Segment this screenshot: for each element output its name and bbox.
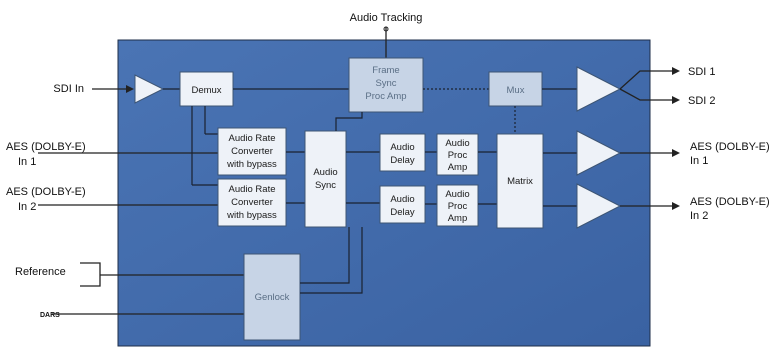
- mux-block: [488, 71, 543, 107]
- aes-out1-arrow: [672, 149, 680, 157]
- audio-tracking-label: Audio Tracking: [350, 12, 423, 24]
- aes-output-amplifier-2: [576, 183, 622, 229]
- frame-sync-label-line1: Frame: [372, 65, 399, 76]
- audio-proc-amp-1-block: [436, 133, 479, 176]
- delay2-label-line1: Audio: [390, 194, 414, 205]
- audio-sync-block: [304, 130, 347, 228]
- delay2-label-line2: Delay: [390, 207, 415, 218]
- reference-bracket: [80, 262, 101, 287]
- sdi2-out-label: SDI 2: [688, 95, 716, 107]
- demux-block: [179, 71, 234, 107]
- aes-out2-arrow: [672, 202, 680, 210]
- genlock-label: Genlock: [255, 292, 290, 303]
- mux-label: Mux: [507, 85, 525, 96]
- framesync-to-audiosync-wire: [335, 112, 363, 131]
- sdi2-out-wire: [619, 88, 672, 101]
- aes-out1-label-line1: AES (DOLBY-E): [690, 141, 770, 153]
- genlock-block: [243, 253, 301, 341]
- aes-output-amplifier-1: [576, 130, 622, 176]
- aes-out2-label-line2: In 2: [690, 210, 708, 222]
- delay1-label-line2: Delay: [390, 155, 415, 166]
- aes-out1-label-line2: In 1: [690, 155, 708, 167]
- sdi1-out-label: SDI 1: [688, 66, 716, 78]
- audio-rate-converter-1-block: [217, 127, 287, 176]
- proc2-label-line2: Proc: [448, 201, 468, 212]
- arc1-label-line1: Audio Rate: [228, 133, 275, 144]
- proc1-label-line3: Amp: [448, 162, 468, 173]
- sdi-input-amplifier: [134, 74, 165, 104]
- audio-sync-label-line2: Sync: [315, 180, 336, 191]
- sdi-in-label: SDI In: [53, 83, 84, 95]
- proc1-label-line2: Proc: [448, 150, 468, 161]
- arc2-label-line1: Audio Rate: [228, 184, 275, 195]
- demux-label: Demux: [191, 85, 221, 96]
- arc1-label-line3: with bypass: [226, 159, 277, 170]
- sdi1-out-wire: [619, 70, 672, 90]
- aes-out2-label-line1: AES (DOLBY-E): [690, 196, 770, 208]
- frame-sync-label-line2: Sync: [375, 78, 396, 89]
- aes-in2-label-line2: In 2: [18, 201, 36, 213]
- genlock-to-sync-bus-wire: [300, 227, 350, 284]
- audio-sync-label-line1: Audio: [313, 167, 337, 178]
- proc1-label-line1: Audio: [445, 138, 469, 149]
- proc2-label-line1: Audio: [445, 189, 469, 200]
- proc2-label-line3: Amp: [448, 213, 468, 224]
- frame-sync-label-line3: Proc Amp: [365, 91, 406, 102]
- frame-sync-proc-amp-block: [348, 57, 424, 113]
- matrix-label: Matrix: [507, 176, 533, 187]
- audio-delay-2-block: [379, 185, 426, 224]
- dars-label: DARS: [40, 312, 60, 319]
- audio-proc-amp-2-block: [436, 184, 479, 227]
- reference-label: Reference: [15, 266, 66, 278]
- sdi2-out-arrow: [672, 96, 680, 104]
- genlock-to-audiosync-wire: [300, 227, 363, 294]
- arc2-label-line2: Converter: [231, 197, 273, 208]
- delay1-label-line1: Audio: [390, 142, 414, 153]
- audio-tracking-node: [383, 26, 389, 32]
- arc2-label-line3: with bypass: [226, 210, 277, 221]
- arc1-label-line2: Converter: [231, 146, 273, 157]
- matrix-block: [496, 133, 544, 229]
- sdi-in-arrow: [126, 85, 134, 93]
- sdi1-out-arrow: [672, 67, 680, 75]
- aes-in2-label-line1: AES (DOLBY-E): [6, 186, 86, 198]
- sdi-output-amplifier: [576, 66, 622, 112]
- aes-in1-label-line2: In 1: [18, 156, 36, 168]
- aes-in1-label-line1: AES (DOLBY-E): [6, 141, 86, 153]
